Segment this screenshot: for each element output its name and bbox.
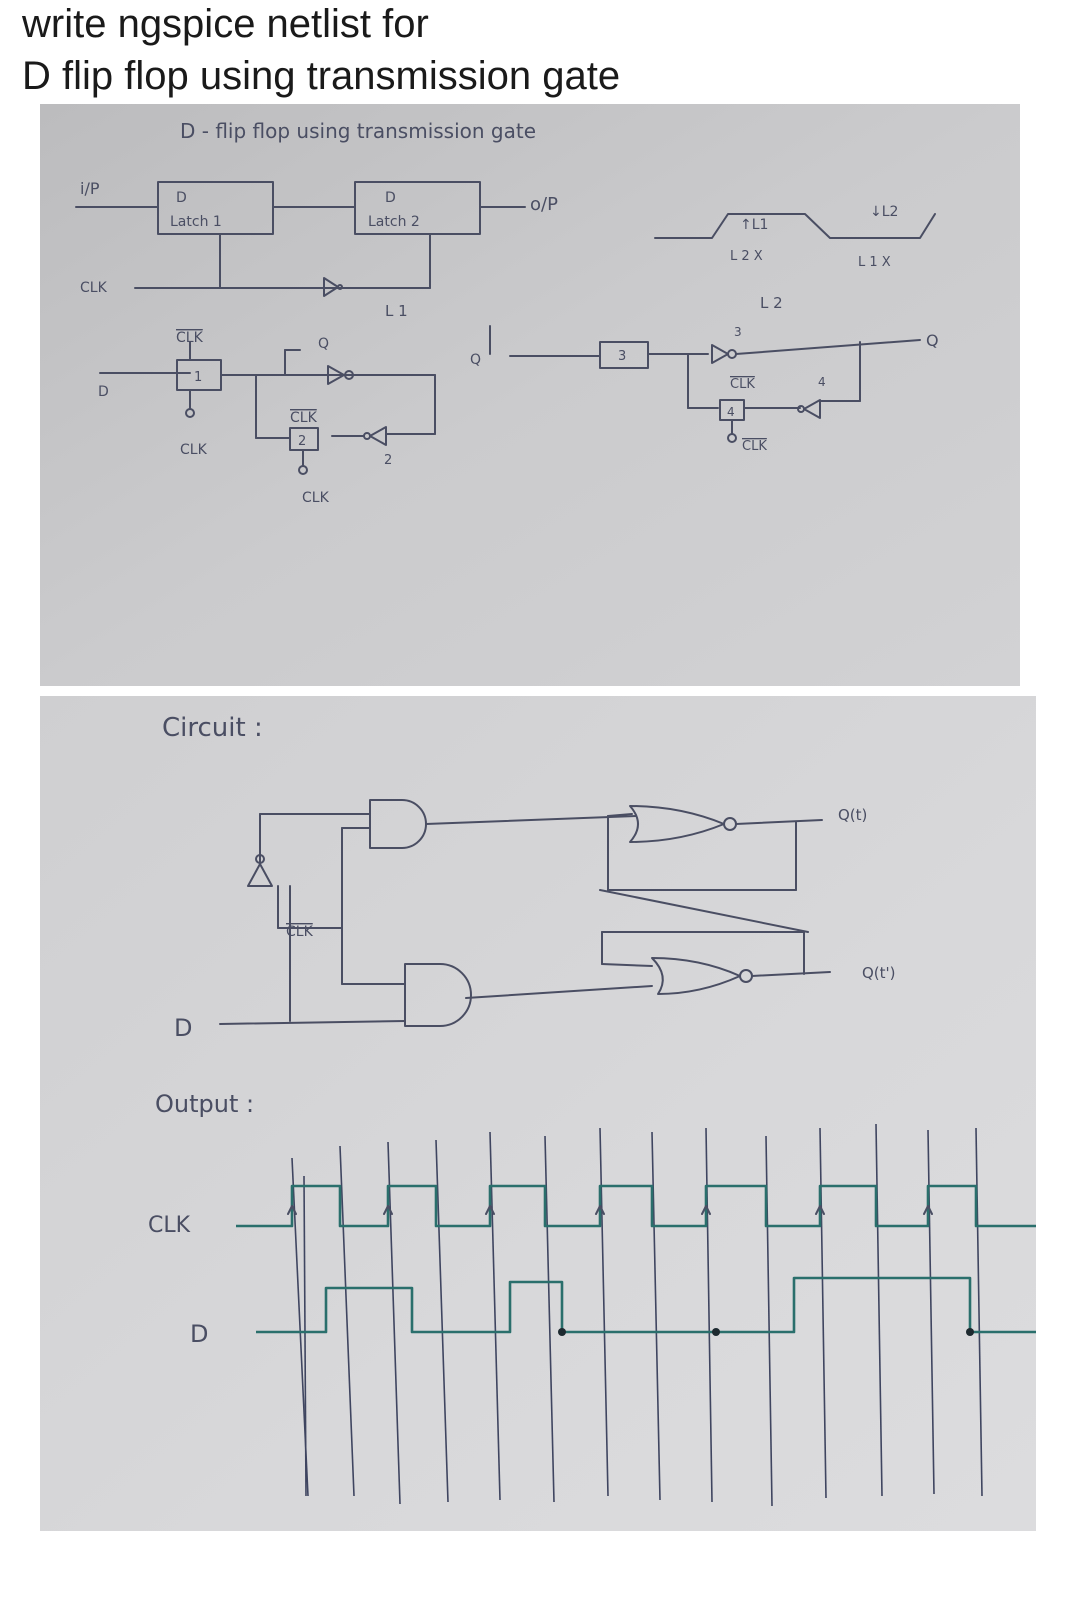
nor-gate-top-icon	[629, 805, 725, 843]
clk-bar-label-4: CLK	[742, 439, 767, 454]
tgate-2-number: 2	[298, 434, 306, 449]
output-label: Output :	[155, 1090, 254, 1118]
clk-bar-label-2: CLK	[290, 410, 318, 426]
circuit-label: Circuit :	[162, 713, 263, 743]
clk-waveform	[236, 1184, 1036, 1228]
op-label: o/P	[530, 194, 558, 215]
paper-background-2	[40, 696, 1036, 1531]
diagram-heading: D - flip flop using transmission gate	[180, 119, 536, 143]
clk-inverter-icon	[323, 277, 343, 297]
tgate-3-number: 3	[618, 349, 626, 364]
schematic-photo: D - flip flop using transmission gate i/…	[40, 104, 1020, 686]
and-gate-top-icon	[369, 799, 427, 849]
timing-gridline	[339, 1145, 355, 1497]
l1-label: L 1	[385, 302, 408, 320]
clk-bar-label-3: CLK	[730, 377, 755, 392]
inverter-3-icon	[711, 344, 729, 364]
latch-2-d-label: D	[385, 190, 396, 206]
d-wave-label: D	[190, 1320, 208, 1348]
sample-dot	[712, 1328, 720, 1336]
timing-gridline	[435, 1139, 449, 1503]
timing-gridline	[651, 1131, 661, 1501]
timing-sketch-icon	[654, 213, 936, 239]
q-output-label: Q	[926, 331, 939, 350]
clk-label-2: CLK	[302, 490, 330, 506]
timing-gridline	[599, 1127, 609, 1497]
latch-1-d-label: D	[176, 190, 187, 206]
q-label: Q	[318, 336, 329, 352]
q-bar-label: Q	[470, 352, 481, 368]
q-output-label: Q(t)	[838, 806, 867, 824]
question-line-1: write ngspice netlist for	[22, 2, 429, 46]
inverter-icon	[247, 863, 273, 887]
ip-label: i/P	[80, 179, 100, 198]
d-waveform	[256, 1276, 1036, 1334]
clk-bar-label: CLK	[286, 924, 314, 940]
inverter-2-icon	[369, 426, 387, 446]
q-prime-output-label: Q(t')	[862, 964, 896, 982]
nor-gate-bottom-icon	[651, 957, 741, 995]
inverter-1-icon	[327, 365, 345, 385]
up-l1-label: ↑L1	[740, 217, 768, 233]
clk-wave-label: CLK	[148, 1213, 191, 1238]
circuit-photo: Circuit : CLK D Q(t) Q(t') Output :	[40, 696, 1036, 1531]
timing-gridline	[544, 1135, 555, 1503]
rising-edge-arrows-icon	[287, 1205, 933, 1215]
d-input-label: D	[98, 384, 109, 400]
inverter-4-number: 4	[818, 375, 826, 389]
sample-dot	[558, 1328, 566, 1336]
question-line-2: D flip flop using transmission gate	[22, 54, 621, 98]
clk-label-1: CLK	[180, 442, 208, 458]
clk-bar-label-1: CLK	[176, 330, 204, 346]
latch-2-label: Latch 2	[368, 214, 420, 230]
l2x-label: L 2 X	[730, 249, 763, 264]
latch-1-label: Latch 1	[170, 214, 222, 230]
down-l2-label: ↓L2	[870, 204, 898, 220]
tgate-4-number: 4	[727, 405, 735, 419]
inverter-4-icon	[803, 399, 821, 419]
timing-marker-line	[303, 1175, 307, 1497]
d-input-label: D	[174, 1014, 192, 1042]
inverter-3-number: 3	[734, 325, 742, 339]
tgate-1-number: 1	[194, 370, 202, 385]
timing-gridline	[489, 1131, 501, 1501]
l2-label: L 2	[760, 294, 783, 312]
sample-dot	[966, 1328, 974, 1336]
timing-gridline	[387, 1141, 401, 1505]
paper-background	[40, 104, 1020, 686]
inverter-2-number: 2	[384, 453, 392, 468]
l1x-label: L 1 X	[858, 255, 891, 270]
clk-label: CLK	[80, 280, 108, 296]
